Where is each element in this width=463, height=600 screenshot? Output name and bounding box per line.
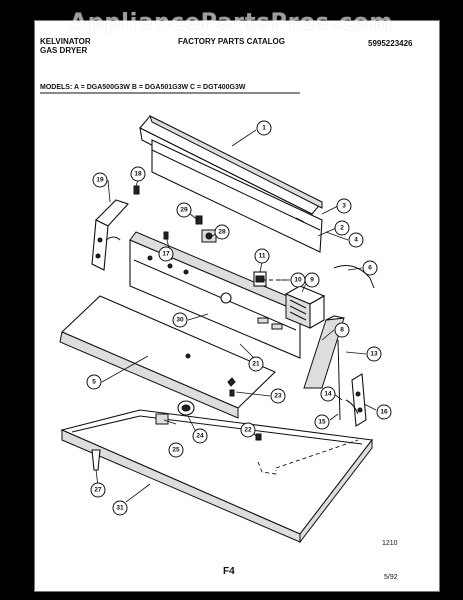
callout-23: 23	[270, 388, 286, 404]
callout-18: 18	[130, 166, 146, 182]
screws	[133, 185, 262, 441]
callout-label: 23	[274, 393, 282, 400]
callout-label: 3	[342, 203, 346, 210]
callout-31: 31	[112, 500, 128, 516]
callout-label: 5	[92, 379, 96, 386]
callout-label: 21	[252, 361, 260, 368]
callout-13: 13	[366, 346, 382, 362]
callout-label: 10	[294, 277, 302, 284]
console-rear-panel	[151, 139, 323, 253]
switch-assembly	[195, 215, 217, 243]
callout-label: 6	[368, 265, 372, 272]
callout-label: 2	[340, 225, 344, 232]
callout-label: 30	[176, 317, 184, 324]
page-number: F4	[223, 566, 235, 577]
callout-27: 27	[90, 482, 106, 498]
callout-22: 22	[240, 422, 256, 438]
callout-9: 9	[304, 272, 320, 288]
callout-11: 11	[254, 248, 270, 264]
callout-24: 24	[192, 428, 208, 444]
cabinet-top	[60, 409, 374, 544]
callout-label: 16	[380, 409, 388, 416]
callout-4: 4	[348, 232, 364, 248]
revision-date: 5/92	[384, 574, 398, 581]
callout-label: 24	[196, 433, 204, 440]
callout-label: 27	[94, 487, 102, 494]
watermark: AppliancePartsPros.com	[69, 10, 394, 35]
callout-label: 4	[354, 237, 358, 244]
callout-15: 15	[314, 414, 330, 430]
callout-28: 28	[214, 224, 230, 240]
models-line: MODELS: A = DGA500G3W B = DGA501G3W C = …	[40, 84, 246, 91]
side-panel	[303, 315, 345, 389]
callout-label: 18	[134, 171, 142, 178]
callout-3: 3	[336, 198, 352, 214]
catalog-number: 5995223426	[368, 39, 413, 48]
callout-label: 19	[96, 177, 104, 184]
callout-10: 10	[290, 272, 306, 288]
callout-label: 31	[116, 505, 124, 512]
callout-label: 8	[340, 327, 344, 334]
callout-19: 19	[92, 172, 108, 188]
callout-25: 25	[168, 442, 184, 458]
catalog-title: FACTORY PARTS CATALOG	[178, 37, 285, 46]
right-bracket	[337, 339, 367, 427]
callout-17: 17	[158, 246, 174, 262]
callout-label: 25	[172, 447, 180, 454]
callout-1: 1	[256, 120, 272, 136]
callout-5: 5	[86, 374, 102, 390]
callout-30: 30	[172, 312, 188, 328]
callout-label: 1	[262, 125, 266, 132]
callout-label: 28	[218, 229, 226, 236]
callout-label: 14	[324, 391, 332, 398]
callout-label: 17	[162, 251, 170, 258]
callout-14: 14	[320, 386, 336, 402]
callout-label: 11	[259, 253, 266, 260]
timer	[284, 285, 326, 329]
callout-8: 8	[334, 322, 350, 338]
callout-label: 29	[180, 207, 188, 214]
callout-29: 29	[176, 202, 192, 218]
control-panel	[129, 231, 307, 359]
callout-21: 21	[248, 356, 264, 372]
knob-parts	[155, 400, 195, 425]
callout-2: 2	[334, 220, 350, 236]
left-bracket	[91, 199, 129, 271]
front-panel	[59, 295, 276, 419]
product-label: GAS DRYER	[40, 46, 88, 55]
callout-label: 15	[318, 419, 326, 426]
knob-and-switch	[253, 271, 288, 287]
callout-label: 22	[244, 427, 252, 434]
callout-6: 6	[362, 260, 378, 276]
callout-label: 13	[370, 351, 378, 358]
brand-label: KELVINATOR	[40, 37, 91, 46]
wire-harness	[333, 265, 375, 289]
callout-16: 16	[376, 404, 392, 420]
clip	[91, 449, 101, 471]
drawing-code: 1210	[382, 540, 398, 547]
callout-label: 9	[310, 277, 314, 284]
